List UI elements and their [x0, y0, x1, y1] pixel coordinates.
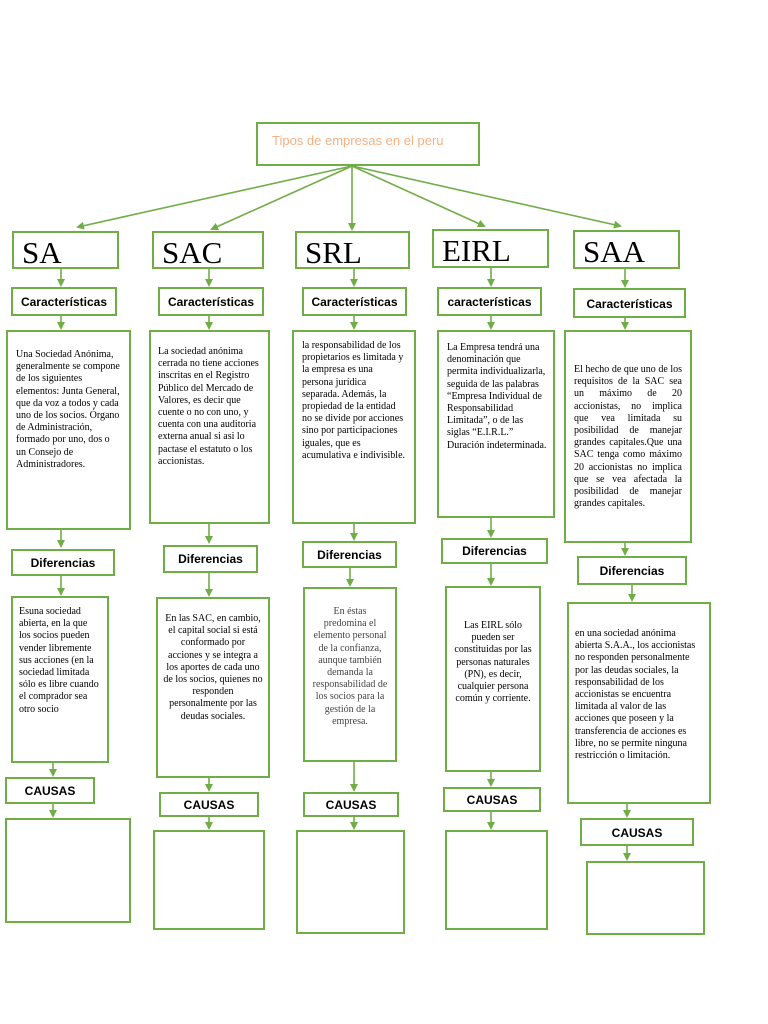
- diferencias-text-sac: En las SAC, en cambio, el capital social…: [156, 597, 270, 778]
- diferencias-text-srl: En éstas predomina el elemento personal …: [303, 587, 397, 762]
- causas-text-sac: [153, 830, 265, 930]
- caracteristicas-label-saa: Características: [573, 288, 686, 318]
- diferencias-text-sa: Esuna sociedad abierta, en la que los so…: [11, 596, 109, 763]
- diferencias-label-sac: Diferencias: [163, 545, 258, 573]
- caracteristicas-label-srl: Características: [302, 287, 407, 316]
- causas-label-saa: CAUSAS: [580, 818, 694, 846]
- diferencias-label-saa: Diferencias: [577, 556, 687, 585]
- diferencias-text-eirl: Las EIRL sólo pueden ser constituidas po…: [445, 586, 541, 772]
- causas-text-saa: [586, 861, 705, 935]
- type-box-eirl: EIRL: [432, 229, 549, 268]
- causas-text-srl: [296, 830, 405, 934]
- type-box-srl: SRL: [295, 231, 410, 270]
- diferencias-label-eirl: Diferencias: [441, 538, 548, 564]
- diferencias-label-sa: Diferencias: [11, 549, 115, 576]
- caracteristicas-text-sac: La sociedad anónima cerrada no tiene acc…: [149, 330, 270, 524]
- diferencias-label-srl: Diferencias: [302, 541, 397, 568]
- caracteristicas-text-sa: Una Sociedad Anónima, generalmente se co…: [6, 330, 131, 530]
- type-box-sa: SA: [12, 231, 119, 270]
- caracteristicas-text-saa: El hecho de que uno de los requisitos de…: [564, 330, 692, 543]
- causas-label-eirl: CAUSAS: [443, 787, 541, 812]
- causas-label-srl: CAUSAS: [303, 792, 399, 817]
- diferencias-text-saa: en una sociedad anónima abierta S.A.A., …: [567, 602, 711, 804]
- causas-label-sa: CAUSAS: [5, 777, 95, 804]
- causas-text-sa: [5, 818, 131, 923]
- diagram-title: Tipos de empresas en el peru: [256, 122, 480, 166]
- type-box-sac: SAC: [152, 231, 264, 270]
- caracteristicas-label-sac: Características: [158, 287, 264, 316]
- caracteristicas-label-sa: Características: [11, 287, 117, 316]
- caracteristicas-text-eirl: La Empresa tendrá una denominación que p…: [437, 330, 555, 518]
- caracteristicas-text-srl: la responsabilidad de los propietarios e…: [292, 330, 416, 524]
- caracteristicas-label-eirl: características: [437, 287, 542, 316]
- causas-label-sac: CAUSAS: [159, 792, 259, 817]
- type-box-saa: SAA: [573, 230, 680, 269]
- causas-text-eirl: [445, 830, 548, 930]
